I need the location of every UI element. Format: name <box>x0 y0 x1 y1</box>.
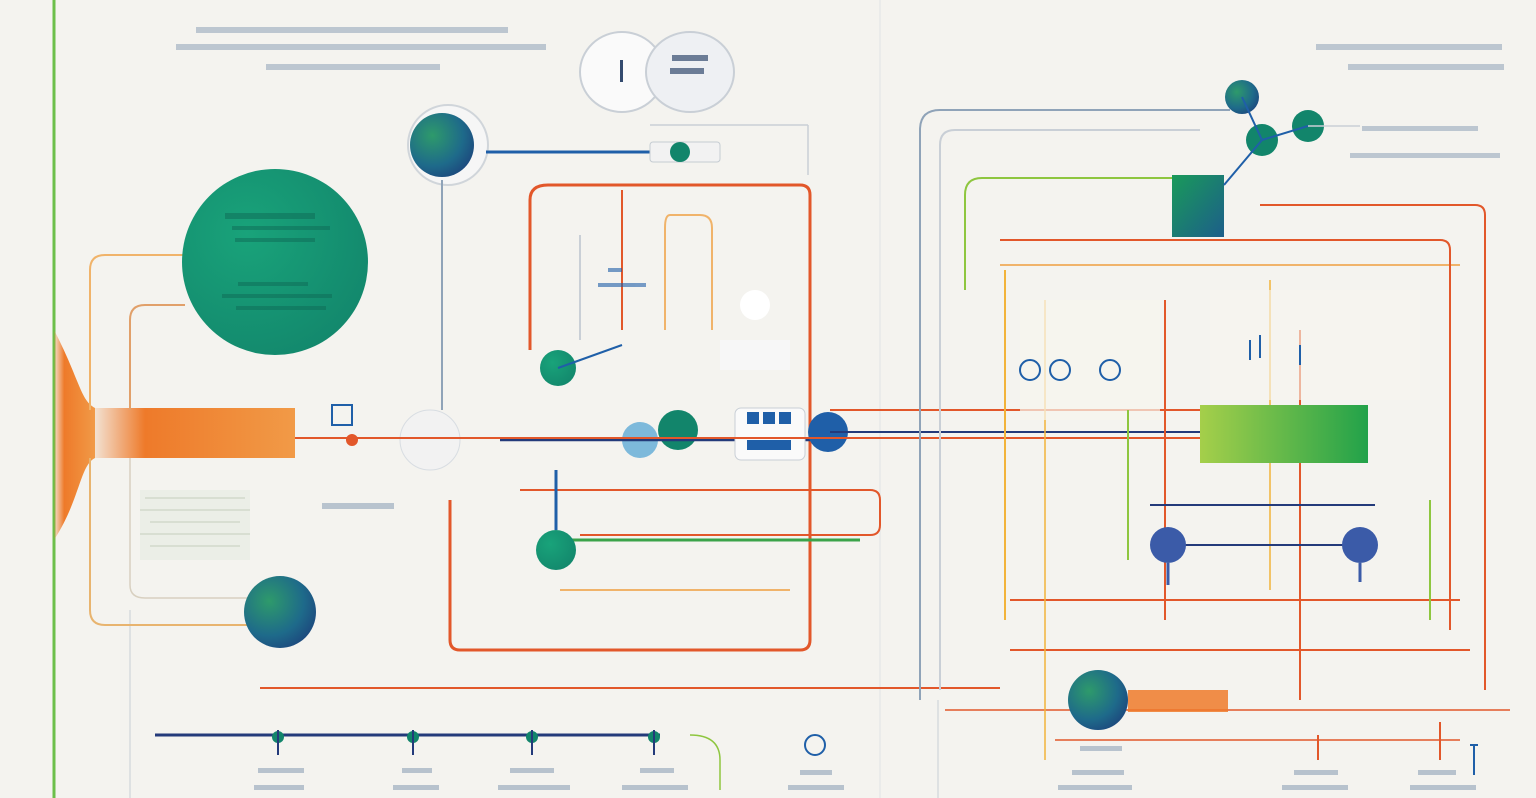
globe-node-bottom <box>244 576 316 648</box>
database-node <box>1172 175 1224 237</box>
green-hub-circle <box>182 169 368 355</box>
person-node-left <box>1150 527 1186 563</box>
funnel-shape <box>54 330 95 540</box>
globe-node-top <box>410 113 474 177</box>
hub-node-c <box>658 410 698 450</box>
server-node <box>747 412 791 450</box>
orange-input-band <box>95 408 295 458</box>
hub-node-b <box>536 530 576 570</box>
person-node-right <box>1342 527 1378 563</box>
central-loop <box>448 183 812 652</box>
green-process-bar <box>1200 405 1368 463</box>
gear-node <box>808 412 848 452</box>
globe-node-right <box>1068 670 1128 730</box>
